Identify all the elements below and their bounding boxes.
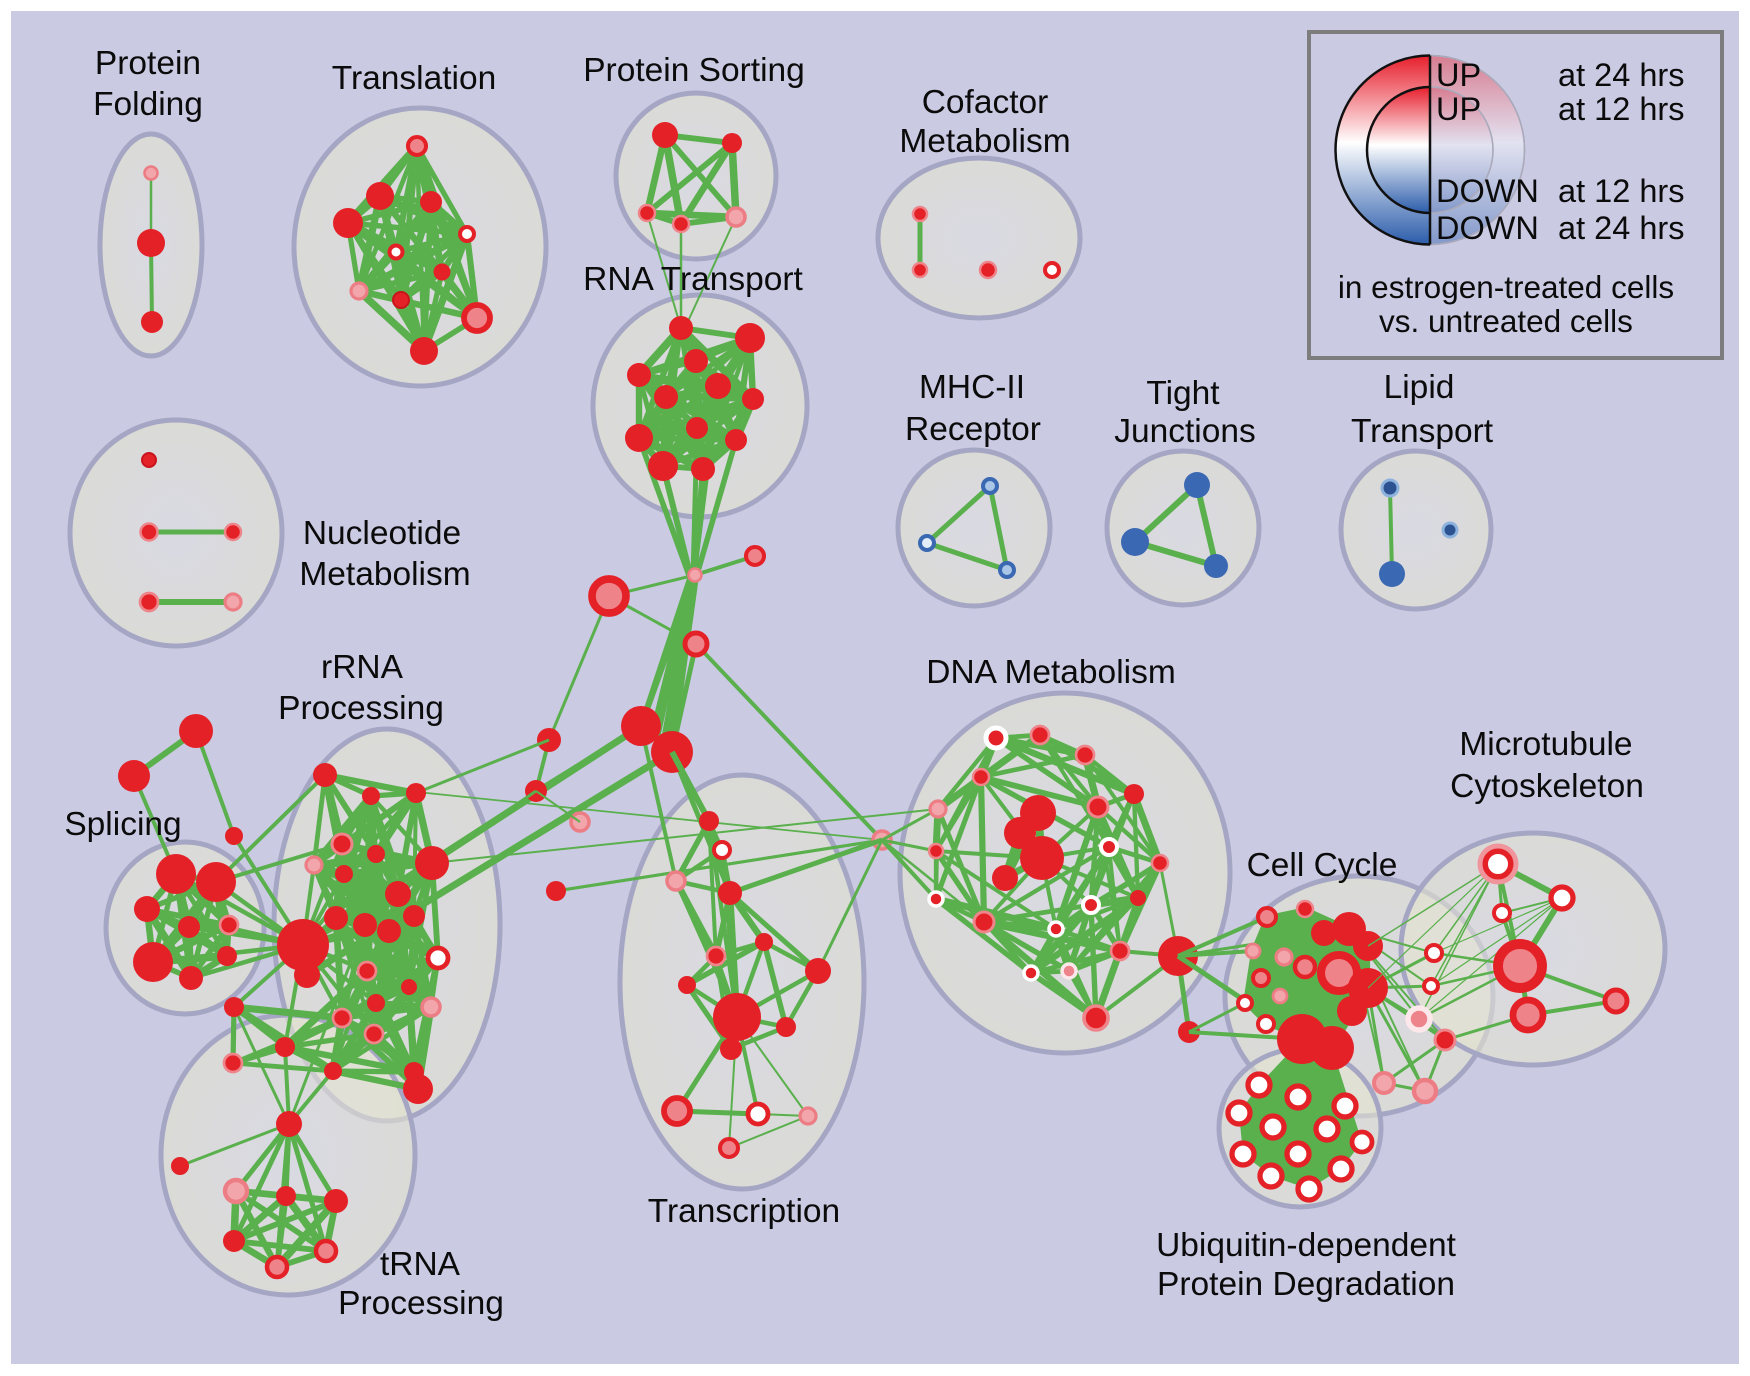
svg-text:Ubiquitin-dependent: Ubiquitin-dependent: [1156, 1227, 1457, 1264]
svg-text:Processing: Processing: [278, 690, 444, 727]
svg-text:vs. untreated cells: vs. untreated cells: [1379, 303, 1633, 339]
svg-text:Metabolism: Metabolism: [899, 123, 1070, 160]
svg-text:Nucleotide: Nucleotide: [303, 515, 461, 552]
svg-text:Lipid: Lipid: [1384, 369, 1455, 406]
svg-text:Processing: Processing: [338, 1285, 504, 1322]
svg-text:Folding: Folding: [93, 86, 203, 123]
svg-text:Microtubule: Microtubule: [1459, 726, 1632, 763]
svg-text:Receptor: Receptor: [905, 411, 1041, 448]
svg-text:UP: UP: [1436, 57, 1481, 93]
svg-text:RNA Transport: RNA Transport: [583, 261, 803, 298]
svg-text:rRNA: rRNA: [321, 649, 404, 686]
svg-text:DNA Metabolism: DNA Metabolism: [926, 654, 1175, 691]
svg-text:DOWN: DOWN: [1436, 210, 1539, 246]
svg-text:Transcription: Transcription: [648, 1193, 840, 1230]
svg-text:UP: UP: [1436, 91, 1481, 127]
svg-text:MHC-II: MHC-II: [919, 369, 1025, 406]
svg-text:at 24 hrs: at 24 hrs: [1558, 57, 1684, 93]
svg-text:Protein Sorting: Protein Sorting: [583, 52, 805, 89]
svg-text:Splicing: Splicing: [64, 806, 181, 843]
svg-text:at 24 hrs: at 24 hrs: [1558, 210, 1684, 246]
svg-text:DOWN: DOWN: [1436, 173, 1539, 209]
svg-text:Protein: Protein: [95, 45, 201, 82]
svg-text:Tight: Tight: [1146, 375, 1220, 412]
svg-text:Protein Degradation: Protein Degradation: [1157, 1266, 1455, 1303]
svg-text:Translation: Translation: [332, 60, 496, 97]
svg-text:tRNA: tRNA: [380, 1246, 461, 1283]
svg-text:Cytoskeleton: Cytoskeleton: [1450, 768, 1644, 805]
svg-text:Cofactor: Cofactor: [922, 84, 1049, 121]
svg-text:in estrogen-treated cells: in estrogen-treated cells: [1338, 269, 1674, 305]
svg-text:at 12 hrs: at 12 hrs: [1558, 91, 1684, 127]
svg-text:Junctions: Junctions: [1114, 413, 1256, 450]
svg-text:Transport: Transport: [1351, 413, 1494, 450]
svg-text:Cell Cycle: Cell Cycle: [1247, 847, 1398, 884]
svg-text:Metabolism: Metabolism: [299, 556, 470, 593]
svg-text:at 12 hrs: at 12 hrs: [1558, 173, 1684, 209]
